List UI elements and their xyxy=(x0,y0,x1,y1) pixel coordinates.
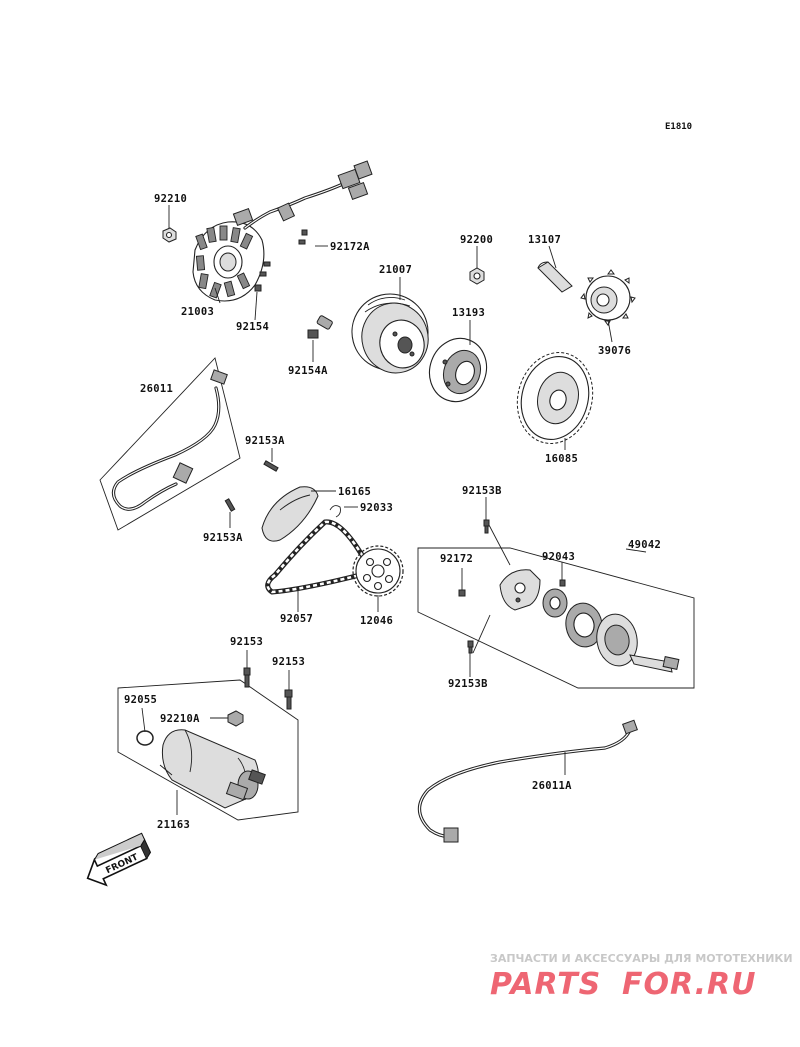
label-92153-a: 92153 xyxy=(230,636,263,648)
label-16085: 16085 xyxy=(545,453,578,465)
battery-lead-26011[interactable] xyxy=(111,369,228,511)
shaft-13107[interactable] xyxy=(537,261,573,293)
front-arrow-icon: FRONT xyxy=(86,832,152,887)
flywheel-rotor-part[interactable] xyxy=(343,285,436,380)
starter-motor-21163[interactable] xyxy=(159,729,266,809)
label-92172: 92172 xyxy=(440,553,473,565)
watermark-tagline: ЗАПЧАСТИ И АКСЕССУАРЫ ДЛЯ МОТОТЕХНИКИ xyxy=(490,952,793,965)
chain-guide-16165[interactable] xyxy=(261,486,319,542)
label-92154A: 92154A xyxy=(288,365,328,377)
oil-pump-49042-box xyxy=(417,547,695,689)
pin-92033[interactable] xyxy=(329,505,341,518)
watermark: ЗАПЧАСТИ И АКСЕССУАРЫ ДЛЯ МОТОТЕХНИКИ PA… xyxy=(490,952,793,1002)
label-92210A: 92210A xyxy=(160,713,200,725)
idle-gear-39076[interactable] xyxy=(580,269,636,326)
label-92172A: 92172A xyxy=(330,241,370,253)
stator-screws xyxy=(254,229,308,292)
nut-92200[interactable] xyxy=(469,267,485,285)
label-92153-b: 92153 xyxy=(272,656,305,668)
label-92210: 92210 xyxy=(154,193,187,205)
stator-part[interactable] xyxy=(192,221,265,302)
label-92153B-top: 92153B xyxy=(462,485,502,497)
label-13107: 13107 xyxy=(528,234,561,246)
label-92153B-bottom: 92153B xyxy=(448,678,488,690)
pin-92043[interactable] xyxy=(559,579,566,587)
label-92033: 92033 xyxy=(360,502,393,514)
label-39076: 39076 xyxy=(598,345,631,357)
label-92043: 92043 xyxy=(542,551,575,563)
starter-clutch-part[interactable] xyxy=(421,330,496,409)
bolt-92153-a[interactable] xyxy=(243,667,251,688)
watermark-brand-right: FOR.RU xyxy=(622,967,757,1002)
label-92154: 92154 xyxy=(236,321,269,333)
bolt-92153-b[interactable] xyxy=(284,689,293,710)
nut-92210[interactable] xyxy=(162,227,177,243)
label-12046: 12046 xyxy=(360,615,393,627)
label-92153A-top: 92153A xyxy=(245,435,285,447)
label-21163: 21163 xyxy=(157,819,190,831)
label-21007: 21007 xyxy=(379,264,412,276)
leader-lines xyxy=(141,205,647,815)
screw-92153A-top[interactable] xyxy=(263,460,279,472)
part-labels: 92210 92172A 21007 92200 13107 21003 921… xyxy=(124,193,661,831)
label-26011: 26011 xyxy=(140,383,173,395)
pump-shaft[interactable] xyxy=(629,654,680,673)
nut-92210A[interactable] xyxy=(227,710,244,727)
label-21003: 21003 xyxy=(181,306,214,318)
label-49042: 49042 xyxy=(628,539,661,551)
starter-lead-26011A[interactable] xyxy=(417,719,638,843)
label-92200: 92200 xyxy=(460,234,493,246)
stator-wiring-harness xyxy=(232,160,373,230)
label-92055: 92055 xyxy=(124,694,157,706)
screw-92153B-top[interactable] xyxy=(483,519,490,534)
label-92057: 92057 xyxy=(280,613,313,625)
screw-92172[interactable] xyxy=(458,589,466,597)
screw-92153A-left[interactable] xyxy=(224,498,236,512)
watermark-brand-left: PARTS xyxy=(490,967,601,1002)
lead-26011-box xyxy=(99,357,241,531)
clamp-92154A[interactable] xyxy=(307,315,333,339)
label-26011A: 26011A xyxy=(532,780,572,792)
starter-gear-16085[interactable] xyxy=(507,344,602,452)
pump-body-cover[interactable] xyxy=(499,569,541,611)
label-16165: 16165 xyxy=(338,486,371,498)
pump-rotor[interactable] xyxy=(542,588,568,618)
label-13193: 13193 xyxy=(452,307,485,319)
label-92153A-left: 92153A xyxy=(203,532,243,544)
sprocket-12046[interactable] xyxy=(352,545,404,597)
starter-motor-21163-box xyxy=(117,679,299,821)
pump-housing[interactable] xyxy=(562,600,641,669)
o-ring-92055[interactable] xyxy=(136,730,154,746)
diagram-code: E1810 xyxy=(665,122,692,132)
screw-92153B-bottom[interactable] xyxy=(467,640,474,654)
